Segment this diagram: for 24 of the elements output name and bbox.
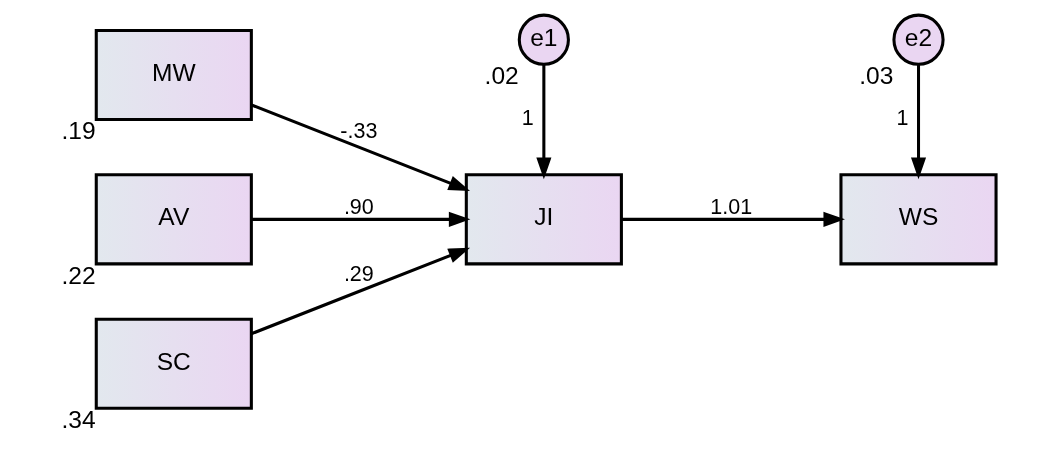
- node-label: .02: [484, 61, 519, 89]
- node-box: SC: [94, 317, 253, 410]
- node-label: .19: [61, 116, 96, 144]
- node-label: .03: [858, 61, 893, 89]
- arrow: [535, 64, 551, 179]
- arrow: [250, 211, 470, 227]
- edge-label: 1: [895, 105, 908, 130]
- node-box: WS: [838, 172, 998, 265]
- arrow: [621, 211, 845, 227]
- arrow: [250, 247, 470, 335]
- edge-label: .29: [343, 261, 374, 286]
- node-box: MW: [94, 28, 253, 121]
- node-box: JI: [464, 172, 623, 265]
- edge-label: -.33: [339, 118, 377, 143]
- node-circle: e2: [891, 13, 945, 66]
- edge-label: 1: [521, 105, 534, 130]
- node-label: .22: [61, 261, 96, 289]
- edge-label: 1.01: [709, 194, 752, 219]
- node-circle: e1: [517, 13, 570, 66]
- node-label: .34: [61, 405, 96, 433]
- arrow: [910, 64, 926, 179]
- edge-label: .90: [343, 194, 374, 219]
- node-box: AV: [94, 172, 253, 265]
- arrow: [250, 103, 470, 191]
